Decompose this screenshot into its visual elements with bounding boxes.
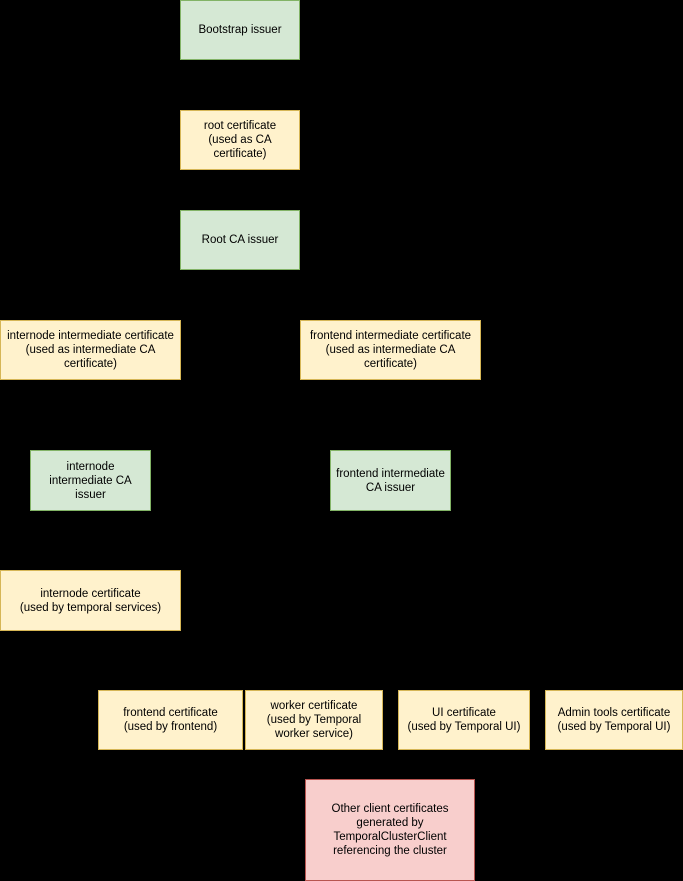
node-frontend-intermediate-certificate[interactable]: frontend intermediate certificate (used … (300, 320, 481, 380)
node-bootstrap-issuer[interactable]: Bootstrap issuer (180, 0, 300, 60)
edge-frontend-intermediate-ca-issuer-to-worker-certificate (313, 511, 391, 690)
node-root-certificate[interactable]: root certificate (used as CA certificate… (180, 110, 300, 170)
edge-frontend-intermediate-ca-issuer-to-ui-certificate (389, 511, 465, 690)
edge-frontend-intermediate-ca-issuer-to-frontend-certificate (169, 511, 391, 690)
node-frontend-intermediate-ca-issuer[interactable]: frontend intermediate CA issuer (330, 450, 451, 511)
edge-root-ca-issuer-to-internode-intermediate-certificate (89, 270, 241, 320)
node-internode-intermediate-certificate[interactable]: internode intermediate certificate (used… (0, 320, 181, 380)
node-root-ca-issuer[interactable]: Root CA issuer (180, 210, 300, 270)
edge-root-ca-issuer-to-frontend-intermediate-certificate (239, 270, 391, 320)
node-internode-certificate[interactable]: internode certificate (used by temporal … (0, 570, 181, 631)
edge-frontend-intermediate-ca-issuer-to-admin-tools-certificate (389, 511, 615, 690)
node-internode-intermediate-ca-issuer[interactable]: internode intermediate CA issuer (30, 450, 151, 511)
node-frontend-certificate[interactable]: frontend certificate (used by frontend) (98, 690, 243, 750)
node-ui-certificate[interactable]: UI certificate (used by Temporal UI) (398, 690, 530, 750)
node-admin-tools-certificate[interactable]: Admin tools certificate (used by Tempora… (545, 690, 683, 750)
node-worker-certificate[interactable]: worker certificate (used by Temporal wor… (245, 690, 383, 750)
node-other-client-certificates[interactable]: Other client certificates generated by T… (305, 779, 475, 881)
